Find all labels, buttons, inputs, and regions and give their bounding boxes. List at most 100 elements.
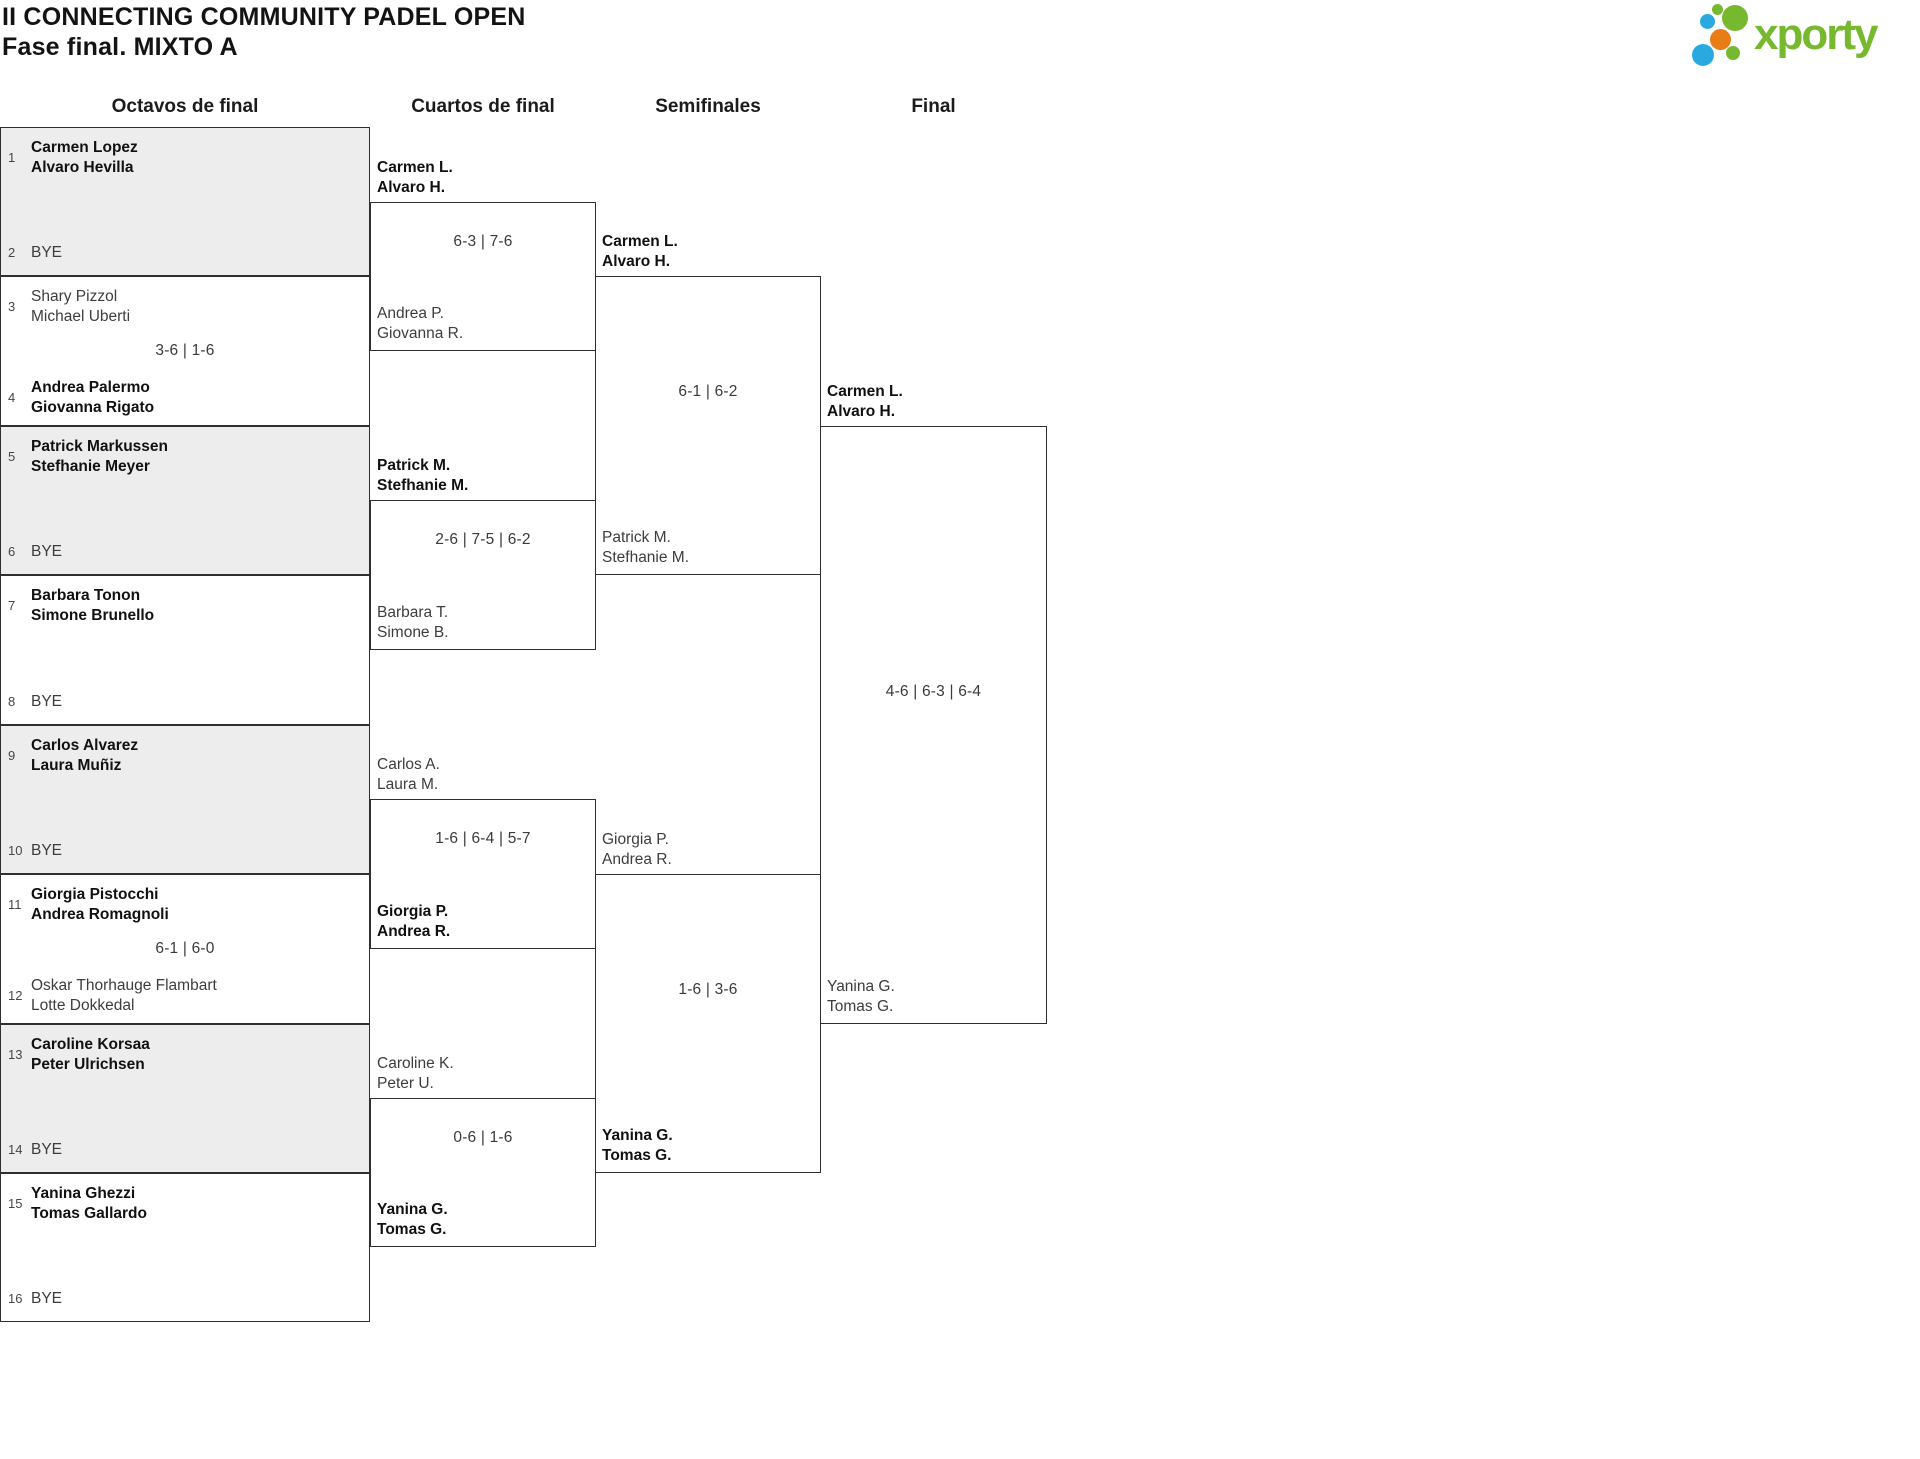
- match-octavos-8: 15 Yanina Ghezzi Tomas Gallardo 16 BYE: [0, 1173, 370, 1322]
- player-name: Caroline K.: [377, 1055, 454, 1072]
- team-name: Patrick M. Stefhanie M.: [602, 528, 689, 567]
- match-score: 0-6 | 1-6: [453, 1129, 513, 1146]
- logo-wordmark: xporty: [1754, 10, 1878, 59]
- player-name: Andrea Palermo: [31, 379, 150, 396]
- team-name: Andrea Palermo Giovanna Rigato: [31, 378, 154, 417]
- match-cuartos-4: Caroline K. Peter U. 0-6 | 1-6 Yanina G.…: [370, 1055, 596, 1247]
- seed-number: 1: [8, 150, 16, 165]
- player-name: Andrea R.: [377, 922, 451, 940]
- seed-number: 5: [8, 449, 16, 464]
- bye-label: BYE: [31, 542, 63, 560]
- match-final: Carmen L. Alvaro H. 4-6 | 6-3 | 6-4 Yani…: [820, 383, 1047, 1024]
- logo-dot-icon: [1692, 44, 1714, 66]
- match-score: 6-1 | 6-2: [678, 383, 738, 400]
- player-name: Tomas G.: [602, 1146, 672, 1164]
- team-slot: 3 Shary Pizzol Michael Uberti: [8, 287, 130, 326]
- team-name: Carlos A. Laura M.: [377, 755, 440, 794]
- player-name: Giorgia P.: [602, 831, 669, 848]
- player-name: Alvaro Hevilla: [31, 158, 134, 176]
- player-name: Giorgia P.: [377, 903, 449, 920]
- seed-number: 3: [8, 299, 16, 314]
- player-name: Simone Brunello: [31, 606, 155, 624]
- player-name: Andrea P.: [377, 305, 444, 322]
- team-slot: 4 Andrea Palermo Giovanna Rigato: [8, 378, 154, 417]
- player-name: Caroline Korsaa: [31, 1036, 150, 1053]
- match-score: 4-6 | 6-3 | 6-4: [885, 683, 982, 700]
- round-header-final: Final: [911, 96, 956, 117]
- seed-number: 9: [8, 748, 16, 763]
- logo-dot-icon: [1712, 4, 1723, 15]
- team-name: Yanina G. Tomas G.: [377, 1200, 448, 1239]
- team-name: Andrea P. Giovanna R.: [377, 304, 463, 343]
- team-name: Yanina G. Tomas G.: [827, 977, 895, 1016]
- tournament-title: II CONNECTING COMMUNITY PADEL OPEN: [2, 3, 526, 31]
- player-name: Stefhanie M.: [602, 548, 690, 566]
- player-name: Giovanna R.: [377, 324, 464, 342]
- team-name: Giorgia P. Andrea R.: [602, 830, 672, 869]
- seed-number: 6: [8, 543, 16, 559]
- player-name: Andrea Romagnoli: [31, 905, 169, 923]
- round-header-semifinales: Semifinales: [655, 96, 761, 117]
- team-name: Giorgia Pistocchi Andrea Romagnoli: [31, 885, 169, 924]
- seed-number: 12: [8, 988, 23, 1003]
- team-name: Carlos Alvarez Laura Muñiz: [31, 736, 138, 775]
- team-name: Yanina G. Tomas G.: [602, 1126, 673, 1165]
- match-semifinal-2: Giorgia P. Andrea R. 1-6 | 3-6 Yanina G.…: [595, 831, 821, 1173]
- team-name: Patrick Markussen Stefhanie Meyer: [31, 437, 168, 476]
- seed-number: 13: [8, 1047, 23, 1062]
- bye-label: BYE: [31, 692, 63, 710]
- player-name: Lotte Dokkedal: [31, 996, 135, 1014]
- match-octavos-2: 3 Shary Pizzol Michael Uberti 3-6 | 1-6 …: [0, 276, 370, 426]
- player-name: Patrick Markussen: [31, 438, 168, 455]
- player-name: Yanina G.: [602, 1127, 673, 1144]
- team-name: BYE: [31, 1289, 62, 1309]
- player-name: Andrea R.: [602, 850, 672, 868]
- player-name: Patrick M.: [377, 457, 451, 474]
- player-name: Laura M.: [377, 775, 439, 793]
- player-name: Yanina G.: [827, 978, 895, 995]
- logo-dot-icon: [1722, 5, 1748, 31]
- team-slot: 7 Barbara Tonon Simone Brunello: [8, 586, 154, 625]
- team-name: Patrick M. Stefhanie M.: [377, 456, 468, 495]
- player-name: Giorgia Pistocchi: [31, 886, 159, 903]
- match-cuartos-1: Carmen L. Alvaro H. 6-3 | 7-6 Andrea P. …: [370, 159, 596, 351]
- player-name: Michael Uberti: [31, 307, 131, 325]
- team-name: Caroline Korsaa Peter Ulrichsen: [31, 1035, 150, 1074]
- player-name: Patrick M.: [602, 529, 671, 546]
- match-score: 2-6 | 7-5 | 6-2: [435, 531, 531, 548]
- player-name: Shary Pizzol: [31, 288, 118, 305]
- match-score: 1-6 | 3-6: [678, 981, 738, 998]
- team-name: Carmen L. Alvaro H.: [602, 232, 678, 271]
- match-score: 6-1 | 6-0: [155, 940, 215, 957]
- team-name: Carmen L. Alvaro H.: [377, 158, 453, 197]
- bye-label: BYE: [31, 1289, 63, 1307]
- team-name: Yanina Ghezzi Tomas Gallardo: [31, 1184, 147, 1223]
- player-name: Simone B.: [377, 623, 449, 641]
- round-header-cuartos: Cuartos de final: [411, 96, 555, 117]
- bye-label: BYE: [31, 1140, 63, 1158]
- team-name: BYE: [31, 243, 62, 263]
- seed-number: 8: [8, 693, 16, 709]
- seed-number: 4: [8, 390, 16, 405]
- team-name: Shary Pizzol Michael Uberti: [31, 287, 130, 326]
- seed-number: 15: [8, 1196, 23, 1211]
- player-name: Yanina G.: [377, 1201, 448, 1218]
- seed-number: 14: [8, 1141, 23, 1157]
- team-name: BYE: [31, 542, 62, 562]
- player-name: Carmen Lopez: [31, 139, 138, 156]
- team-slot: 13 Caroline Korsaa Peter Ulrichsen: [8, 1035, 150, 1074]
- player-name: Peter Ulrichsen: [31, 1055, 145, 1073]
- match-octavos-7: 13 Caroline Korsaa Peter Ulrichsen 14 BY…: [0, 1024, 370, 1173]
- logo-dot-icon: [1726, 46, 1740, 60]
- match-octavos-6: 11 Giorgia Pistocchi Andrea Romagnoli 6-…: [0, 874, 370, 1024]
- player-name: Alvaro H.: [827, 402, 896, 420]
- player-name: Oskar Thorhauge Flambart: [31, 977, 217, 994]
- team-slot: 6 BYE: [8, 542, 62, 562]
- team-name: Barbara T. Simone B.: [377, 603, 449, 642]
- bye-label: BYE: [31, 243, 63, 261]
- player-name: Alvaro H.: [377, 178, 446, 196]
- logo-dot-icon: [1700, 14, 1715, 29]
- team-name: BYE: [31, 1140, 62, 1160]
- match-score: 6-3 | 7-6: [453, 233, 513, 250]
